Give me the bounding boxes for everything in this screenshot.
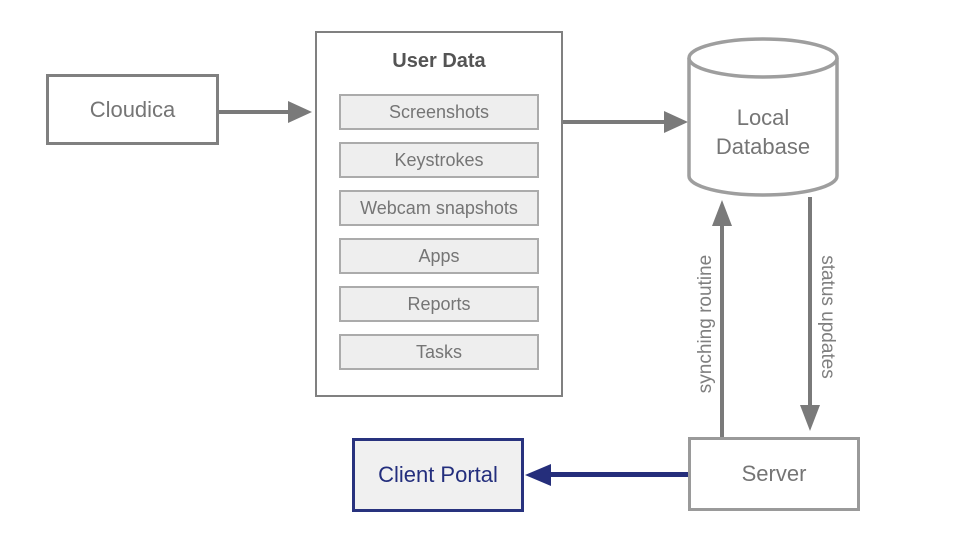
arrowhead-left-icon [525,464,551,486]
node-cloudica: Cloudica [46,74,219,145]
arrowhead-right-icon [288,101,312,123]
arrow-cloudica-to-userdata-shaft [219,110,289,114]
arrow-server-to-database-shaft [720,225,724,437]
node-local-database-label: Local Database [715,105,811,159]
node-server: Server [688,437,860,511]
user-data-item-screenshots: Screenshots [339,94,539,130]
arrowhead-up-icon [712,200,732,226]
node-user-data: User Data Screenshots Keystrokes Webcam … [315,31,563,397]
arrow-database-to-server-shaft [808,197,812,406]
edge-label-status-updates: status updates [817,255,838,379]
arrow-userdata-to-database-shaft [563,120,665,124]
user-data-item-webcam-snapshots: Webcam snapshots [339,190,539,226]
node-client-portal: Client Portal [352,438,524,512]
user-data-item-reports: Reports [339,286,539,322]
arrowhead-right-icon [664,111,688,133]
user-data-item-tasks: Tasks [339,334,539,370]
user-data-item-apps: Apps [339,238,539,274]
node-cloudica-label: Cloudica [89,96,176,122]
user-data-item-keystrokes: Keystrokes [339,142,539,178]
user-data-title: User Data [392,50,486,72]
database-cylinder-icon [687,37,839,197]
node-server-label: Server [741,461,807,486]
node-client-portal-label: Client Portal [378,462,498,487]
arrowhead-down-icon [800,405,820,431]
arrow-server-to-portal-shaft [549,472,688,477]
edge-label-synching-routine: synching routine [695,254,716,394]
